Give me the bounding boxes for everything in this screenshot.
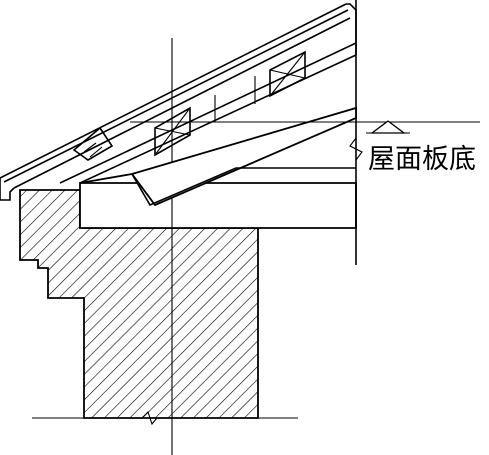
- wall-break-symbol: [141, 410, 158, 426]
- elevation-label: 屋面板底: [368, 144, 476, 175]
- tile-batten-detail: [72, 126, 114, 161]
- batten-line-2: [89, 146, 103, 158]
- roof-deck-line-2: [59, 42, 357, 184]
- roof-tile-line-1: [13, 17, 351, 189]
- eave-drip-edge: [0, 178, 15, 201]
- cross-brace-box-2: [269, 50, 306, 98]
- roof-tile-line-2: [3, 9, 349, 183]
- cross-brace-box-1: [154, 106, 191, 157]
- batten-line-1: [83, 142, 97, 153]
- roof-slab-section: [79, 182, 357, 229]
- elevation-triangle-icon: [370, 120, 406, 134]
- wedge-underside: [131, 167, 356, 207]
- sloped-screed-wedge: [79, 106, 357, 207]
- right-break-symbol: [349, 137, 363, 161]
- roof-deck-line-1: [79, 54, 357, 184]
- roof-tile-line-3: [0, 3, 347, 179]
- ridge-end-cap: [346, 3, 357, 55]
